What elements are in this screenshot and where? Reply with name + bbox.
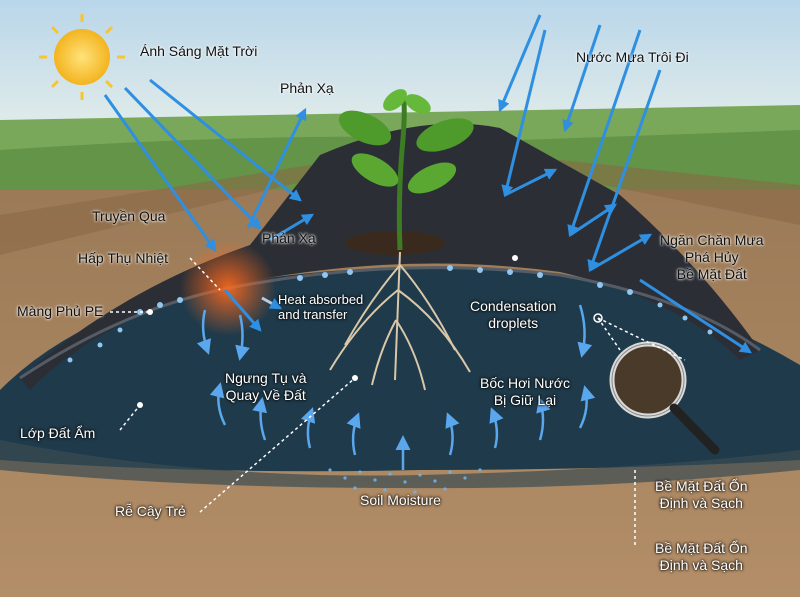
evaporation-label: Bốc Hơi Nước Bị Giữ Lại [480,375,570,408]
heat-transfer-label: Heat absorbed and transfer [278,292,364,322]
reflection-label-top: Phản Xạ [280,80,334,96]
sunlight-rays [103,78,302,252]
soil-moisture-label: Soil Moisture [360,492,441,508]
moist-layer-label: Lớp Đất Ẩm [20,425,96,441]
stable-surface-label-a: Bề Mặt Đất Ổn Định và Sạch [655,478,748,511]
soil-moisture-arrows [196,304,596,470]
heat-glow [180,240,276,336]
leader-lines [110,257,686,545]
magnifier-icon [609,341,720,455]
condense-return-label: Ngưng Tụ và Quay Về Đất [225,370,307,403]
transmission-label: Truyền Qua [92,208,166,224]
rain-runoff-arrows [504,168,753,354]
stable-surface-label-b: Bề Mặt Đất Ổn Định và Sạch [655,540,748,573]
young-roots-label: Rễ Cây Trẻ [115,503,186,519]
rain-protection-label: Ngăn Chăn Mưa Phá Hủy Bề Mặt Đất [660,232,764,282]
plant-icon [338,89,474,251]
rain-arrows [498,14,662,273]
plant-roots [329,251,471,391]
sun-icon [39,14,125,100]
rain-runoff-label: Nước Mưa Trôi Đi [576,49,689,65]
pe-mulch-label: Màng Phủ PE [17,303,104,319]
planting-hole [345,231,445,255]
reflection-label-mid: Phản Xạ [262,230,316,246]
sunlight-label: Ánh Sáng Mặt Trời [140,43,258,59]
pe-mulch-film [20,123,760,391]
leader-dots [137,255,603,408]
heat-absorption-label: Hấp Thụ Nhiệt [78,250,169,266]
reflection-arrows [246,107,315,242]
heat-transfer-arrow [223,289,262,332]
condensation-label: Condensation droplets [470,298,557,331]
moisture-dots [328,468,482,494]
